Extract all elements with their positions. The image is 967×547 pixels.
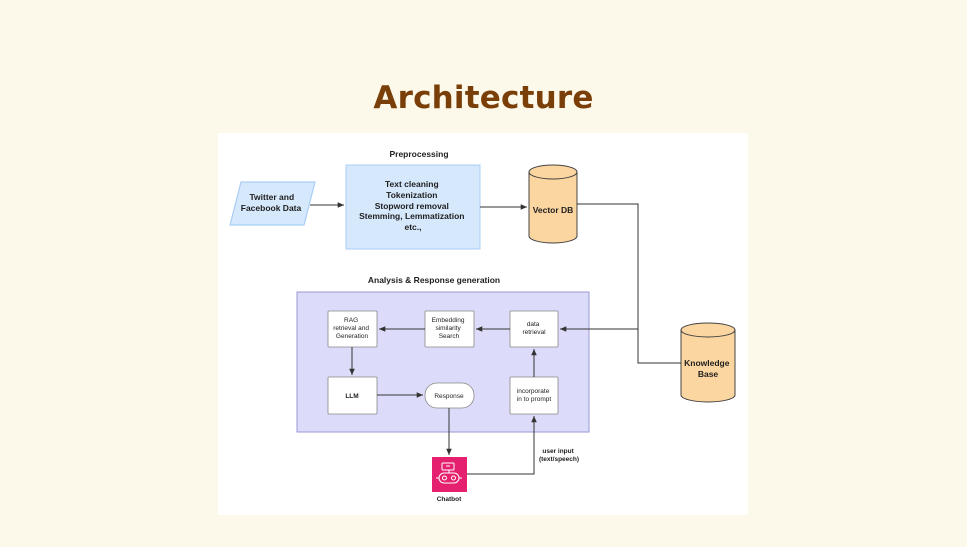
rag-line-2: retrieval and xyxy=(333,325,369,332)
knowledge-base-line-2: Base xyxy=(698,369,719,379)
edge-vectordb-retrieval xyxy=(560,203,639,332)
preprocessing-node xyxy=(345,164,481,250)
robot-icon xyxy=(436,462,462,484)
preprocess-step-5: etc., xyxy=(404,222,421,232)
edge-knowledgebase-retrieval xyxy=(637,329,681,364)
section-preprocessing-label: Preprocessing xyxy=(389,149,448,159)
edge-chatbot-incorporate xyxy=(467,416,537,475)
preprocess-step-2: Tokenization xyxy=(386,190,437,200)
vector-db-node xyxy=(528,164,578,244)
rag-line-1: RAG xyxy=(344,317,358,324)
embedding-line-2: similarity xyxy=(435,325,461,332)
knowledge-base-node xyxy=(680,322,736,403)
embedding-search-label: Embedding similarity Search xyxy=(432,317,467,340)
section-analysis-label: Analysis & Response generation xyxy=(368,275,500,285)
incorporate-line-1: incorporate xyxy=(517,388,550,395)
source-data-node xyxy=(229,181,316,226)
knowledge-base-label: Knowledge Base xyxy=(684,358,732,379)
data-retrieval-line-2: retrieval xyxy=(522,329,546,336)
user-input-label: user input (text/speech) xyxy=(539,448,579,463)
diagram-svg: Preprocessing Analysis & Response genera… xyxy=(229,149,736,503)
preprocess-step-3: Stopword removal xyxy=(375,201,449,211)
preprocess-step-4: Stemming, Lemmatization xyxy=(359,211,464,221)
source-line-2: Facebook Data xyxy=(241,203,302,213)
rag-line-3: Generation xyxy=(336,333,369,340)
knowledge-base-line-1: Knowledge xyxy=(684,358,730,368)
user-input-line-1: user input xyxy=(542,448,574,455)
preprocess-step-1: Text cleaning xyxy=(385,179,439,189)
source-data-label: Twitter and Facebook Data xyxy=(241,192,302,213)
llm-label: LLM xyxy=(345,393,358,400)
data-retrieval-line-1: data xyxy=(527,321,540,328)
embedding-line-1: Embedding xyxy=(432,317,465,324)
response-label: Response xyxy=(434,393,464,400)
chatbot-label: Chatbot xyxy=(437,496,462,503)
preprocessing-steps: Text cleaning Tokenization Stopword remo… xyxy=(359,179,467,232)
vector-db-label: Vector DB xyxy=(533,205,574,215)
embedding-line-3: Search xyxy=(439,333,460,340)
rag-label: RAG retrieval and Generation xyxy=(333,317,371,340)
source-line-1: Twitter and xyxy=(249,192,294,202)
incorporate-line-2: in to prompt xyxy=(517,396,552,403)
chatbot-node xyxy=(432,457,467,492)
architecture-diagram: Preprocessing Analysis & Response genera… xyxy=(218,133,748,515)
data-retrieval-label: data retrieval xyxy=(522,321,546,336)
connectors xyxy=(310,202,681,475)
slide-title: Architecture xyxy=(373,80,594,116)
incorporate-label: incorporate in to prompt xyxy=(517,388,552,403)
user-input-line-2: (text/speech) xyxy=(539,456,579,463)
